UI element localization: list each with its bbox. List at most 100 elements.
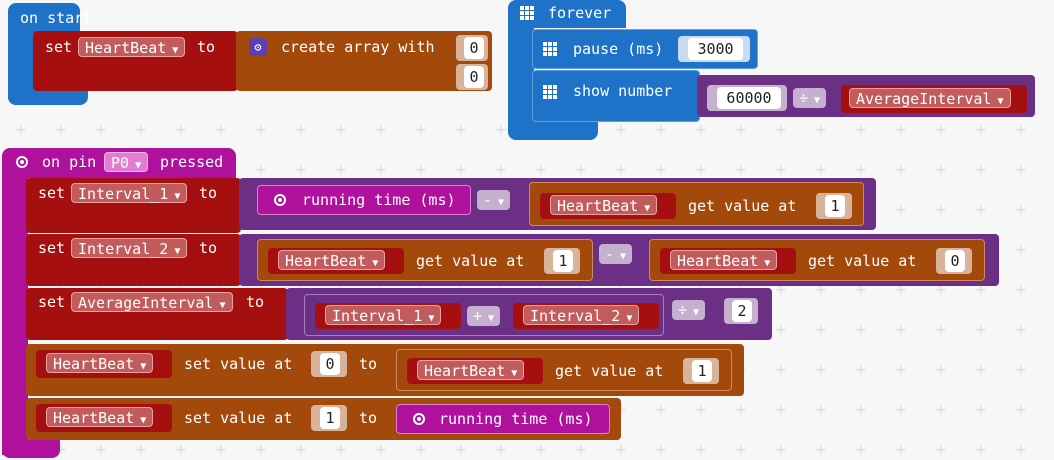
forever-block[interactable]: forever bbox=[508, 0, 626, 28]
grid-plus-icon: + bbox=[935, 122, 947, 138]
get-value-block-a[interactable]: HeartBeat▼ get value at 1 bbox=[257, 239, 593, 281]
index-value[interactable]: 1 bbox=[553, 250, 573, 272]
grid-plus-icon: + bbox=[495, 162, 507, 178]
grid-plus-icon: + bbox=[895, 322, 907, 338]
grid-plus-icon: + bbox=[1015, 442, 1027, 458]
grid-plus-icon: + bbox=[415, 162, 427, 178]
operator-dropdown[interactable]: ÷▼ bbox=[793, 88, 827, 108]
variable-dropdown-averageinterval[interactable]: AverageInterval▼ bbox=[71, 292, 233, 312]
grid-plus-icon: + bbox=[775, 442, 787, 458]
grid-plus-icon: + bbox=[375, 162, 387, 178]
variable-name: HeartBeat bbox=[85, 39, 167, 57]
set-heartbeat-statement[interactable]: set HeartBeat▼ to bbox=[33, 31, 238, 91]
variable-dropdown-heartbeat[interactable]: HeartBeat▼ bbox=[550, 195, 658, 215]
grid-plus-icon: + bbox=[215, 122, 227, 138]
running-time-reporter[interactable]: running time (ms) bbox=[396, 404, 610, 434]
divide-block-2[interactable]: Interval_1▼ +▼ Interval_2▼ ÷▼ 2 bbox=[286, 288, 772, 340]
grid-plus-icon: + bbox=[855, 282, 867, 298]
get-value-block[interactable]: HeartBeat▼ get value at 1 bbox=[529, 182, 864, 226]
get-value-block[interactable]: HeartBeat▼ get value at 1 bbox=[396, 349, 732, 391]
operator-dropdown[interactable]: +▼ bbox=[467, 306, 501, 326]
get-value-block-b[interactable]: HeartBeat▼ get value at 0 bbox=[649, 239, 985, 281]
heartbeat-reporter[interactable]: HeartBeat▼ bbox=[540, 193, 676, 219]
minus-block-1[interactable]: running time (ms) -▼ HeartBeat▼ get valu… bbox=[239, 178, 876, 230]
variable-dropdown-heartbeat[interactable]: HeartBeat▼ bbox=[278, 250, 386, 270]
grid-plus-icon: + bbox=[775, 282, 787, 298]
set-interval2-statement[interactable]: set Interval_2▼ to bbox=[26, 234, 241, 286]
chevron-down-icon: ▼ bbox=[764, 258, 771, 269]
set-averageinterval-statement[interactable]: set AverageInterval▼ to bbox=[26, 288, 288, 340]
on-pin-foot bbox=[2, 440, 60, 458]
variable-dropdown-interval1[interactable]: Interval_1▼ bbox=[325, 305, 442, 325]
running-time-reporter[interactable]: running time (ms) bbox=[257, 185, 471, 215]
set-interval1-statement[interactable]: set Interval_1▼ to bbox=[26, 178, 241, 233]
operator-dropdown[interactable]: ÷▼ bbox=[672, 300, 706, 320]
set-value-statement-2[interactable]: HeartBeat▼ set value at 1 to running tim… bbox=[26, 398, 621, 440]
heartbeat-reporter[interactable]: HeartBeat▼ bbox=[268, 248, 404, 274]
interval1-reporter[interactable]: Interval_1▼ bbox=[315, 303, 461, 329]
pause-value[interactable]: 3000 bbox=[688, 38, 743, 60]
get-value-label: get value at bbox=[555, 362, 664, 380]
variable-dropdown-interval2[interactable]: Interval_2▼ bbox=[71, 238, 188, 258]
chevron-down-icon: ▼ bbox=[620, 251, 627, 262]
index-value[interactable]: 0 bbox=[945, 250, 965, 272]
set-value-statement-1[interactable]: HeartBeat▼ set value at 0 to HeartBeat▼ … bbox=[26, 344, 744, 396]
grid-plus-icon: + bbox=[55, 122, 67, 138]
grid-plus-icon: + bbox=[935, 202, 947, 218]
average-interval-reporter[interactable]: AverageInterval▼ bbox=[841, 85, 1027, 113]
index-value[interactable]: 1 bbox=[320, 407, 340, 429]
grid-plus-icon: + bbox=[775, 362, 787, 378]
get-value-label: get value at bbox=[688, 197, 797, 215]
pin-dropdown[interactable]: P0▼ bbox=[104, 152, 149, 172]
variable-dropdown-heartbeat[interactable]: HeartBeat▼ bbox=[417, 360, 525, 380]
operator-symbol: - bbox=[483, 191, 493, 209]
heartbeat-reporter[interactable]: HeartBeat▼ bbox=[36, 350, 172, 378]
show-number-statement[interactable]: show number bbox=[532, 70, 700, 122]
gear-icon[interactable]: ⚙ bbox=[249, 38, 267, 56]
variable-dropdown-interval2[interactable]: Interval_2▼ bbox=[523, 305, 640, 325]
variable-dropdown-heartbeat[interactable]: HeartBeat▼ bbox=[46, 353, 154, 373]
create-array-block[interactable]: ⚙ create array with 0 0 bbox=[236, 31, 492, 91]
grid-plus-icon: + bbox=[975, 402, 987, 418]
on-start-block[interactable]: on start bbox=[8, 3, 92, 33]
grid-plus-icon: + bbox=[655, 162, 667, 178]
grid-plus-icon: + bbox=[495, 122, 507, 138]
divide-block[interactable]: 60000 ÷▼ AverageInterval▼ bbox=[697, 75, 1035, 117]
variable-dropdown-heartbeat[interactable]: HeartBeat▼ bbox=[78, 37, 186, 57]
grid-plus-icon: + bbox=[855, 122, 867, 138]
heartbeat-reporter[interactable]: HeartBeat▼ bbox=[407, 358, 543, 384]
grid-plus-icon: + bbox=[455, 122, 467, 138]
variable-dropdown-heartbeat[interactable]: HeartBeat▼ bbox=[46, 407, 154, 427]
grid-plus-icon: + bbox=[695, 122, 707, 138]
grid-plus-icon: + bbox=[1015, 202, 1027, 218]
plus-block[interactable]: Interval_1▼ +▼ Interval_2▼ bbox=[304, 294, 664, 336]
variable-dropdown-heartbeat[interactable]: HeartBeat▼ bbox=[670, 250, 778, 270]
divisor-value[interactable]: 2 bbox=[732, 300, 752, 322]
index-value[interactable]: 1 bbox=[692, 360, 712, 382]
heartbeat-reporter[interactable]: HeartBeat▼ bbox=[660, 248, 796, 274]
chevron-down-icon: ▼ bbox=[511, 368, 518, 379]
operator-dropdown[interactable]: -▼ bbox=[599, 244, 633, 264]
on-pin-pressed-block[interactable]: on pin P0▼ pressed bbox=[2, 148, 236, 178]
set-value-label: set value at bbox=[184, 355, 293, 373]
grid-plus-icon: + bbox=[935, 322, 947, 338]
grid-icon bbox=[520, 6, 534, 20]
grid-plus-icon: + bbox=[655, 122, 667, 138]
grid-plus-icon: + bbox=[775, 402, 787, 418]
array-value-2[interactable]: 0 bbox=[464, 66, 484, 88]
grid-plus-icon: + bbox=[135, 122, 147, 138]
variable-dropdown-interval1[interactable]: Interval_1▼ bbox=[71, 183, 188, 203]
array-value-1[interactable]: 0 bbox=[464, 37, 484, 59]
index-value[interactable]: 1 bbox=[825, 195, 845, 217]
grid-plus-icon: + bbox=[255, 122, 267, 138]
grid-plus-icon: + bbox=[975, 162, 987, 178]
index-value[interactable]: 0 bbox=[320, 353, 340, 375]
interval2-reporter[interactable]: Interval_2▼ bbox=[513, 303, 659, 329]
heartbeat-reporter[interactable]: HeartBeat▼ bbox=[36, 404, 172, 432]
operator-dropdown[interactable]: -▼ bbox=[477, 190, 511, 210]
dividend-value[interactable]: 60000 bbox=[717, 87, 781, 109]
variable-dropdown-averageinterval[interactable]: AverageInterval▼ bbox=[849, 88, 1011, 108]
pause-statement[interactable]: pause (ms) 3000 bbox=[532, 29, 758, 69]
minus-block-2[interactable]: HeartBeat▼ get value at 1 -▼ HeartBeat▼ … bbox=[239, 234, 999, 286]
grid-plus-icon: + bbox=[695, 162, 707, 178]
